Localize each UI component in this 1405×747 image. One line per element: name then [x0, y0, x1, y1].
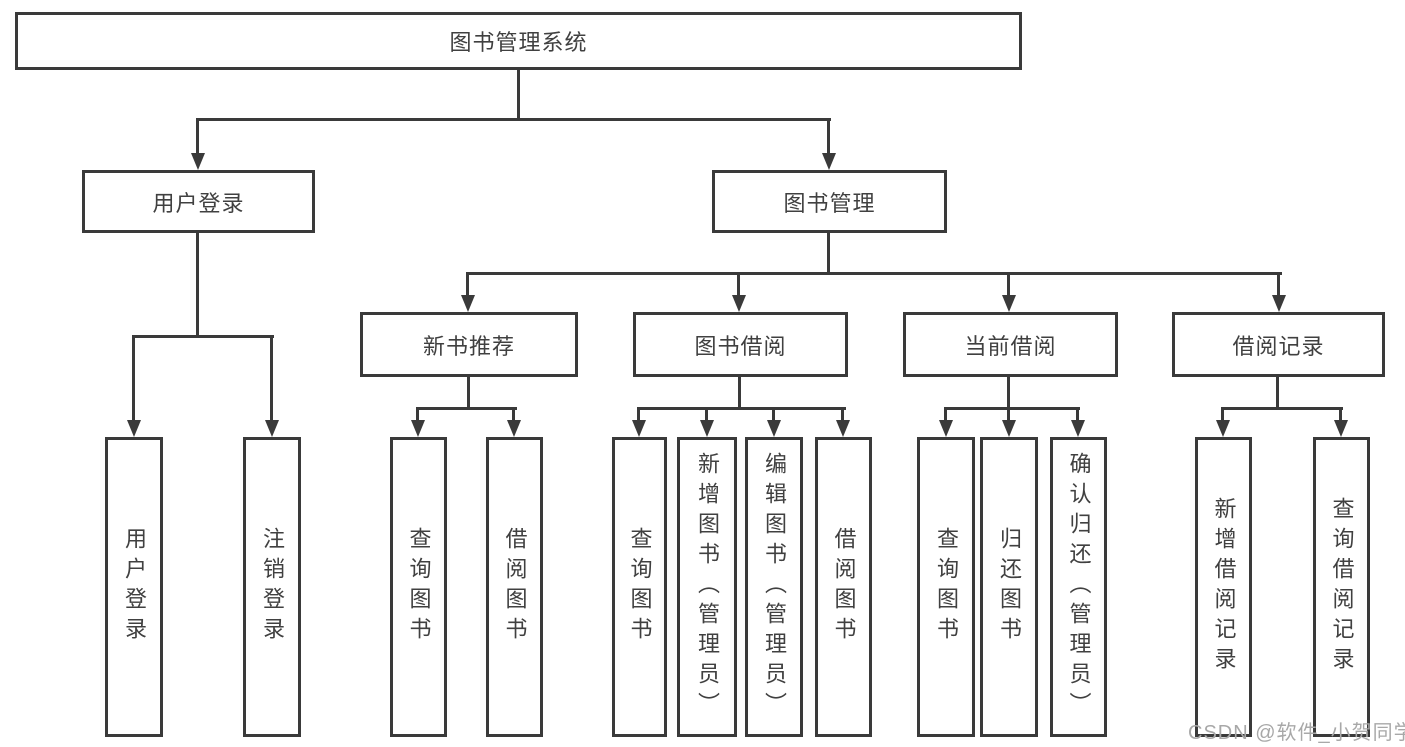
node-root: 图书管理系统 [15, 12, 1022, 70]
node-root-label: 图书管理系统 [449, 30, 588, 55]
leaf-borrow-books-label: 借阅图书 [831, 527, 857, 647]
connector-line [1007, 407, 1010, 423]
leaf-newbook-query-books: 查询图书 [390, 437, 447, 737]
node-borrow-record: 借阅记录 [1172, 312, 1385, 377]
leaf-add-books-admin-label: 新增图书（管理员） [695, 452, 720, 722]
leaf-query-borrow-record: 查询借阅记录 [1313, 437, 1370, 737]
arrowhead-icon [461, 295, 475, 312]
node-book-management-label: 图书管理 [783, 190, 876, 216]
leaf-add-books-admin: 新增图书（管理员） [677, 437, 737, 737]
node-borrow-record-label: 借阅记录 [1232, 333, 1325, 359]
node-book-management: 图书管理 [712, 170, 947, 233]
connector-line [196, 233, 199, 335]
connector-line [1007, 377, 1010, 407]
connector-line [467, 377, 470, 407]
connector-line [196, 118, 831, 121]
leaf-edit-books-admin-label: 编辑图书（管理员） [762, 452, 787, 722]
connector-line [270, 335, 273, 422]
arrowhead-icon [767, 420, 781, 437]
arrowhead-icon [1071, 420, 1085, 437]
leaf-borrow-query-books-label: 查询图书 [627, 527, 653, 647]
connector-line [196, 118, 199, 155]
node-new-book-recommend-label: 新书推荐 [422, 333, 515, 359]
connector-line [512, 407, 515, 423]
node-new-book-recommend: 新书推荐 [360, 312, 578, 377]
connector-line [827, 233, 830, 272]
connector-line [466, 272, 469, 297]
connector-line [738, 377, 741, 407]
leaf-borrow-books: 借阅图书 [815, 437, 872, 737]
connector-line [132, 335, 135, 422]
leaf-user-login: 用户登录 [105, 437, 163, 737]
arrowhead-icon [127, 420, 141, 437]
connector-line [416, 407, 517, 410]
connector-line [1221, 407, 1224, 423]
arrowhead-icon [1216, 420, 1230, 437]
node-user-login: 用户登录 [82, 170, 315, 233]
watermark: CSDN @软件_小贺同学 [1188, 722, 1405, 744]
connector-line [517, 70, 520, 118]
connector-line [705, 407, 708, 423]
node-current-borrow: 当前借阅 [903, 312, 1118, 377]
leaf-newbook-borrow-books: 借阅图书 [486, 437, 543, 737]
node-book-borrow: 图书借阅 [633, 312, 848, 377]
connector-line [1276, 377, 1279, 407]
arrowhead-icon [1002, 420, 1016, 437]
arrowhead-icon [1334, 420, 1348, 437]
connector-line [416, 407, 419, 423]
leaf-newbook-query-books-label: 查询图书 [406, 527, 432, 647]
connector-line [1277, 272, 1280, 297]
connector-line [1221, 407, 1343, 410]
arrowhead-icon [507, 420, 521, 437]
arrowhead-icon [939, 420, 953, 437]
connector-line [132, 335, 274, 338]
leaf-edit-books-admin: 编辑图书（管理员） [745, 437, 803, 737]
node-book-borrow-label: 图书借阅 [694, 333, 787, 359]
connector-line [772, 407, 775, 423]
arrowhead-icon [265, 420, 279, 437]
connector-line [1339, 407, 1342, 423]
arrowhead-icon [836, 420, 850, 437]
arrowhead-icon [1272, 295, 1286, 312]
node-user-login-label: 用户登录 [152, 190, 245, 216]
leaf-logout-label: 注销登录 [260, 527, 285, 647]
arrowhead-icon [411, 420, 425, 437]
leaf-return-books-label: 归还图书 [997, 527, 1022, 647]
arrowhead-icon [700, 420, 714, 437]
leaf-newbook-borrow-books-label: 借阅图书 [502, 527, 528, 647]
leaf-query-borrow-record-label: 查询借阅记录 [1329, 497, 1355, 677]
leaf-add-borrow-record-label: 新增借阅记录 [1211, 497, 1237, 677]
connector-line [827, 118, 830, 155]
leaf-current-query-books: 查询图书 [917, 437, 975, 737]
connector-line [841, 407, 844, 423]
leaf-current-query-books-label: 查询图书 [934, 527, 959, 647]
node-current-borrow-label: 当前借阅 [964, 333, 1057, 359]
arrowhead-icon [1002, 295, 1016, 312]
arrowhead-icon [191, 153, 205, 170]
connector-line [637, 407, 846, 410]
connector-line [637, 407, 640, 423]
connector-line [466, 272, 1282, 275]
leaf-add-borrow-record: 新增借阅记录 [1195, 437, 1252, 737]
connector-line [737, 272, 740, 297]
connector-line [1007, 272, 1010, 297]
leaf-borrow-query-books: 查询图书 [612, 437, 667, 737]
leaf-return-books: 归还图书 [980, 437, 1038, 737]
leaf-confirm-return-admin-label: 确认归还（管理员） [1066, 452, 1092, 722]
connector-line [944, 407, 1080, 410]
arrowhead-icon [822, 153, 836, 170]
arrowhead-icon [632, 420, 646, 437]
leaf-logout: 注销登录 [243, 437, 301, 737]
connector-line [944, 407, 947, 423]
leaf-confirm-return-admin: 确认归还（管理员） [1050, 437, 1107, 737]
leaf-user-login-label: 用户登录 [122, 527, 147, 647]
arrowhead-icon [732, 295, 746, 312]
connector-line [1076, 407, 1079, 423]
